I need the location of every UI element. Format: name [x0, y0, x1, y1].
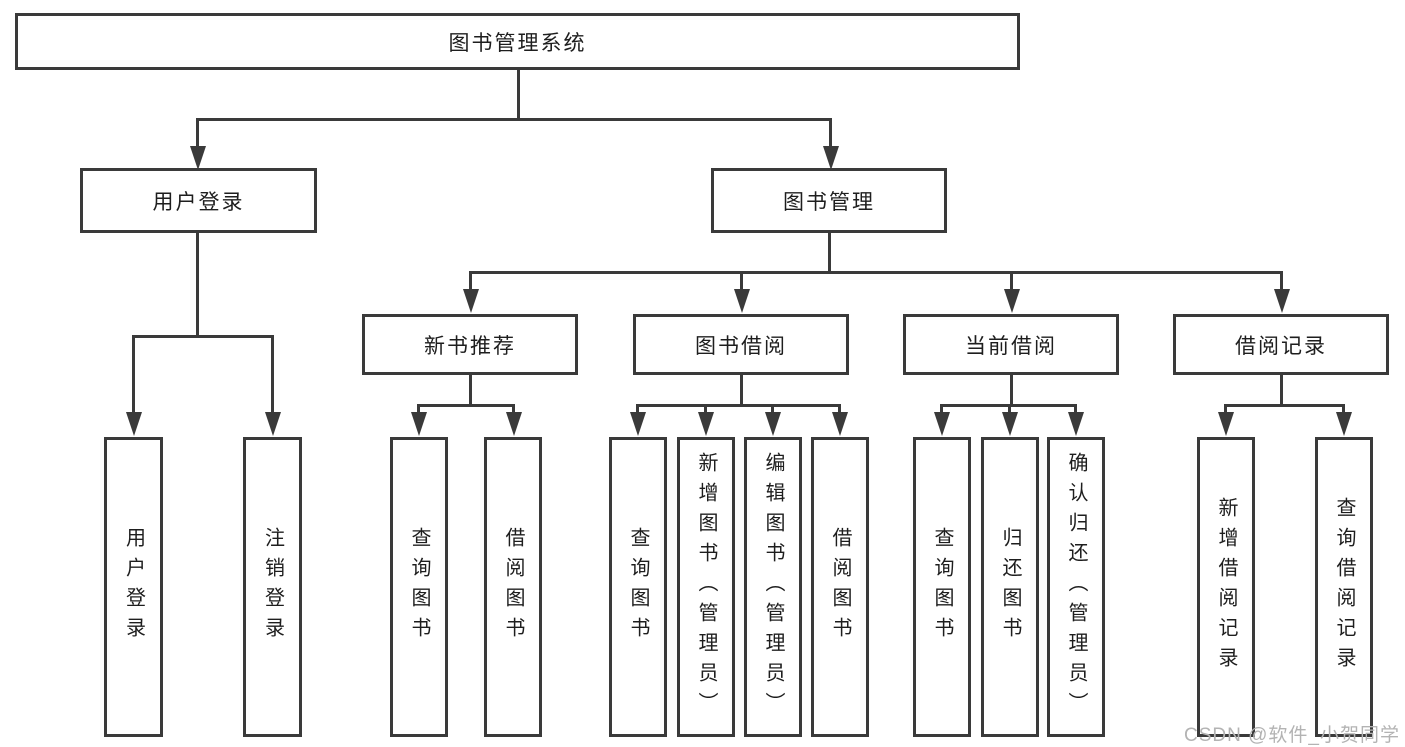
connector-line [771, 404, 774, 416]
connector-line [636, 404, 841, 407]
connector-line [1280, 271, 1283, 293]
connector-line [417, 404, 420, 416]
leaf-label: 用户登录 [122, 527, 145, 647]
node-new-book-recommendation: 新书推荐 [362, 314, 578, 375]
arrowhead-down-icon [1274, 289, 1290, 313]
connector-line [838, 404, 841, 416]
leaf-add-books-admin: 新增图书（管理员） [677, 437, 735, 737]
arrowhead-down-icon [506, 412, 522, 436]
arrowhead-down-icon [630, 412, 646, 436]
leaf-logout: 注销登录 [243, 437, 302, 737]
arrowhead-down-icon [265, 412, 281, 436]
arrowhead-down-icon [934, 412, 950, 436]
leaf-query-books: 查询图书 [609, 437, 667, 737]
leaf-label: 查询图书 [408, 527, 430, 647]
leaf-label: 新增图书（管理员） [695, 452, 717, 722]
connector-line [740, 271, 743, 293]
leaf-return-books: 归还图书 [981, 437, 1039, 737]
connector-line [740, 375, 743, 406]
connector-line [1342, 404, 1345, 416]
leaf-label: 借阅图书 [502, 527, 524, 647]
connector-line [1008, 404, 1011, 416]
node-library-management-system: 图书管理系统 [15, 13, 1020, 70]
connector-line [1224, 404, 1345, 407]
connector-line [196, 118, 832, 121]
arrowhead-down-icon [698, 412, 714, 436]
leaf-label: 查询图书 [627, 527, 649, 647]
connector-line [636, 404, 639, 416]
leaf-edit-books-admin: 编辑图书（管理员） [744, 437, 802, 737]
arrowhead-down-icon [463, 289, 479, 313]
arrowhead-down-icon [1218, 412, 1234, 436]
leaf-label: 查询借阅记录 [1333, 497, 1355, 677]
leaf-confirm-return-admin: 确认归还（管理员） [1047, 437, 1105, 737]
connector-line [1010, 375, 1013, 406]
leaf-label: 归还图书 [999, 527, 1021, 647]
connector-line [517, 70, 520, 118]
leaf-label: 编辑图书（管理员） [762, 452, 784, 722]
leaf-label: 查询图书 [931, 527, 953, 647]
watermark: CSDN @软件_小贺同学 [1184, 725, 1400, 746]
connector-line [417, 404, 515, 407]
connector-line [271, 335, 274, 415]
connector-line [469, 375, 472, 406]
connector-line [469, 271, 1282, 274]
connector-line [196, 118, 199, 151]
arrowhead-down-icon [1004, 289, 1020, 313]
leaf-label: 新增借阅记录 [1215, 497, 1237, 677]
arrowhead-down-icon [126, 412, 142, 436]
connector-line [1074, 404, 1077, 416]
arrowhead-down-icon [411, 412, 427, 436]
connector-line [1010, 271, 1013, 293]
connector-line [512, 404, 515, 416]
leaf-label: 借阅图书 [829, 527, 851, 647]
connector-line [469, 271, 472, 293]
node-book-borrowing: 图书借阅 [633, 314, 849, 375]
leaf-label: 确认归还（管理员） [1065, 452, 1087, 722]
connector-line [828, 233, 831, 274]
arrowhead-down-icon [1002, 412, 1018, 436]
arrowhead-down-icon [190, 146, 206, 170]
arrowhead-down-icon [832, 412, 848, 436]
node-borrowing-records: 借阅记录 [1173, 314, 1389, 375]
arrowhead-down-icon [823, 146, 839, 170]
node-user-login: 用户登录 [80, 168, 317, 233]
connector-line [704, 404, 707, 416]
connector-line [196, 233, 199, 337]
connector-line [132, 335, 135, 415]
node-current-borrowing: 当前借阅 [903, 314, 1119, 375]
leaf-user-login: 用户登录 [104, 437, 163, 737]
arrowhead-down-icon [765, 412, 781, 436]
leaf-query-books: 查询图书 [913, 437, 971, 737]
connector-line [940, 404, 943, 416]
connector-line [1224, 404, 1227, 416]
arrowhead-down-icon [734, 289, 750, 313]
connector-line [1280, 375, 1283, 406]
leaf-label: 注销登录 [261, 527, 284, 647]
leaf-query-books: 查询图书 [390, 437, 448, 737]
leaf-query-borrow-record: 查询借阅记录 [1315, 437, 1373, 737]
connector-line [829, 118, 832, 151]
node-book-management: 图书管理 [711, 168, 947, 233]
leaf-borrow-books: 借阅图书 [484, 437, 542, 737]
leaf-add-borrow-record: 新增借阅记录 [1197, 437, 1255, 737]
connector-line [132, 335, 274, 338]
arrowhead-down-icon [1336, 412, 1352, 436]
leaf-borrow-books: 借阅图书 [811, 437, 869, 737]
arrowhead-down-icon [1068, 412, 1084, 436]
